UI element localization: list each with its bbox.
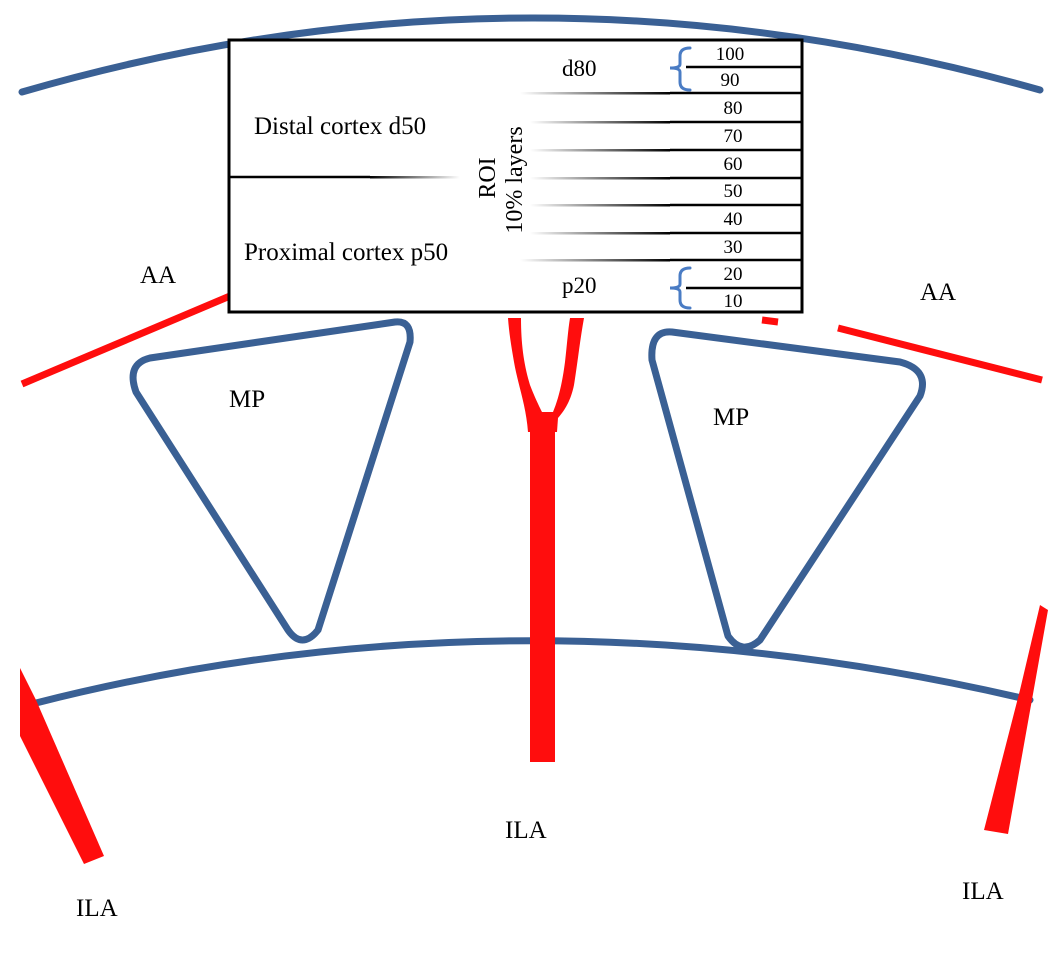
aa-label-left: AA bbox=[140, 262, 176, 289]
endosteal-surface bbox=[32, 637, 1034, 707]
aa-label-right: AA bbox=[920, 279, 956, 306]
layer-value-labels: 100 90 80 70 60 50 40 30 20 10 bbox=[716, 44, 745, 312]
layer-label-70: 70 bbox=[724, 126, 743, 147]
layer-label-40: 40 bbox=[724, 209, 743, 230]
ila-vessel-right bbox=[984, 605, 1048, 834]
mp-label-right: MP bbox=[713, 404, 749, 431]
brace-d80 bbox=[669, 46, 692, 92]
ila-label-right: ILA bbox=[962, 878, 1004, 905]
ila-vessel-left bbox=[20, 668, 104, 864]
periosteal-surface bbox=[18, 14, 1044, 96]
layer-label-80: 80 bbox=[724, 98, 743, 119]
ila-vessel-center bbox=[508, 318, 584, 762]
distal-cortex-label: Distal cortex d50 bbox=[254, 113, 426, 140]
mp-region-right bbox=[648, 328, 926, 651]
roi-layers-label: 10% layers bbox=[502, 126, 528, 233]
mp-label-left: MP bbox=[229, 386, 265, 413]
d80-label: d80 bbox=[562, 56, 597, 81]
layer-label-20: 20 bbox=[724, 264, 743, 285]
brace-p20 bbox=[669, 266, 692, 310]
layer-label-90: 90 bbox=[721, 70, 740, 91]
layer-label-60: 60 bbox=[724, 154, 743, 175]
layer-label-50: 50 bbox=[724, 181, 743, 202]
aa-vessel-right bbox=[837, 324, 1043, 384]
ila-label-center: ILA bbox=[505, 817, 547, 844]
p20-label: p20 bbox=[562, 273, 597, 298]
aa-vessel-stub bbox=[761, 316, 779, 326]
mp-region-left bbox=[129, 318, 414, 644]
roi-label: ROI bbox=[475, 157, 501, 198]
layer-lines bbox=[520, 65, 802, 290]
ila-label-left: ILA bbox=[76, 895, 118, 922]
layer-label-30: 30 bbox=[724, 237, 743, 258]
layer-label-10: 10 bbox=[724, 291, 743, 312]
divider-fade bbox=[370, 176, 460, 179]
layer-label-100: 100 bbox=[716, 44, 745, 65]
proximal-cortex-label: Proximal cortex p50 bbox=[244, 239, 448, 266]
aa-vessel-left bbox=[20, 292, 232, 388]
